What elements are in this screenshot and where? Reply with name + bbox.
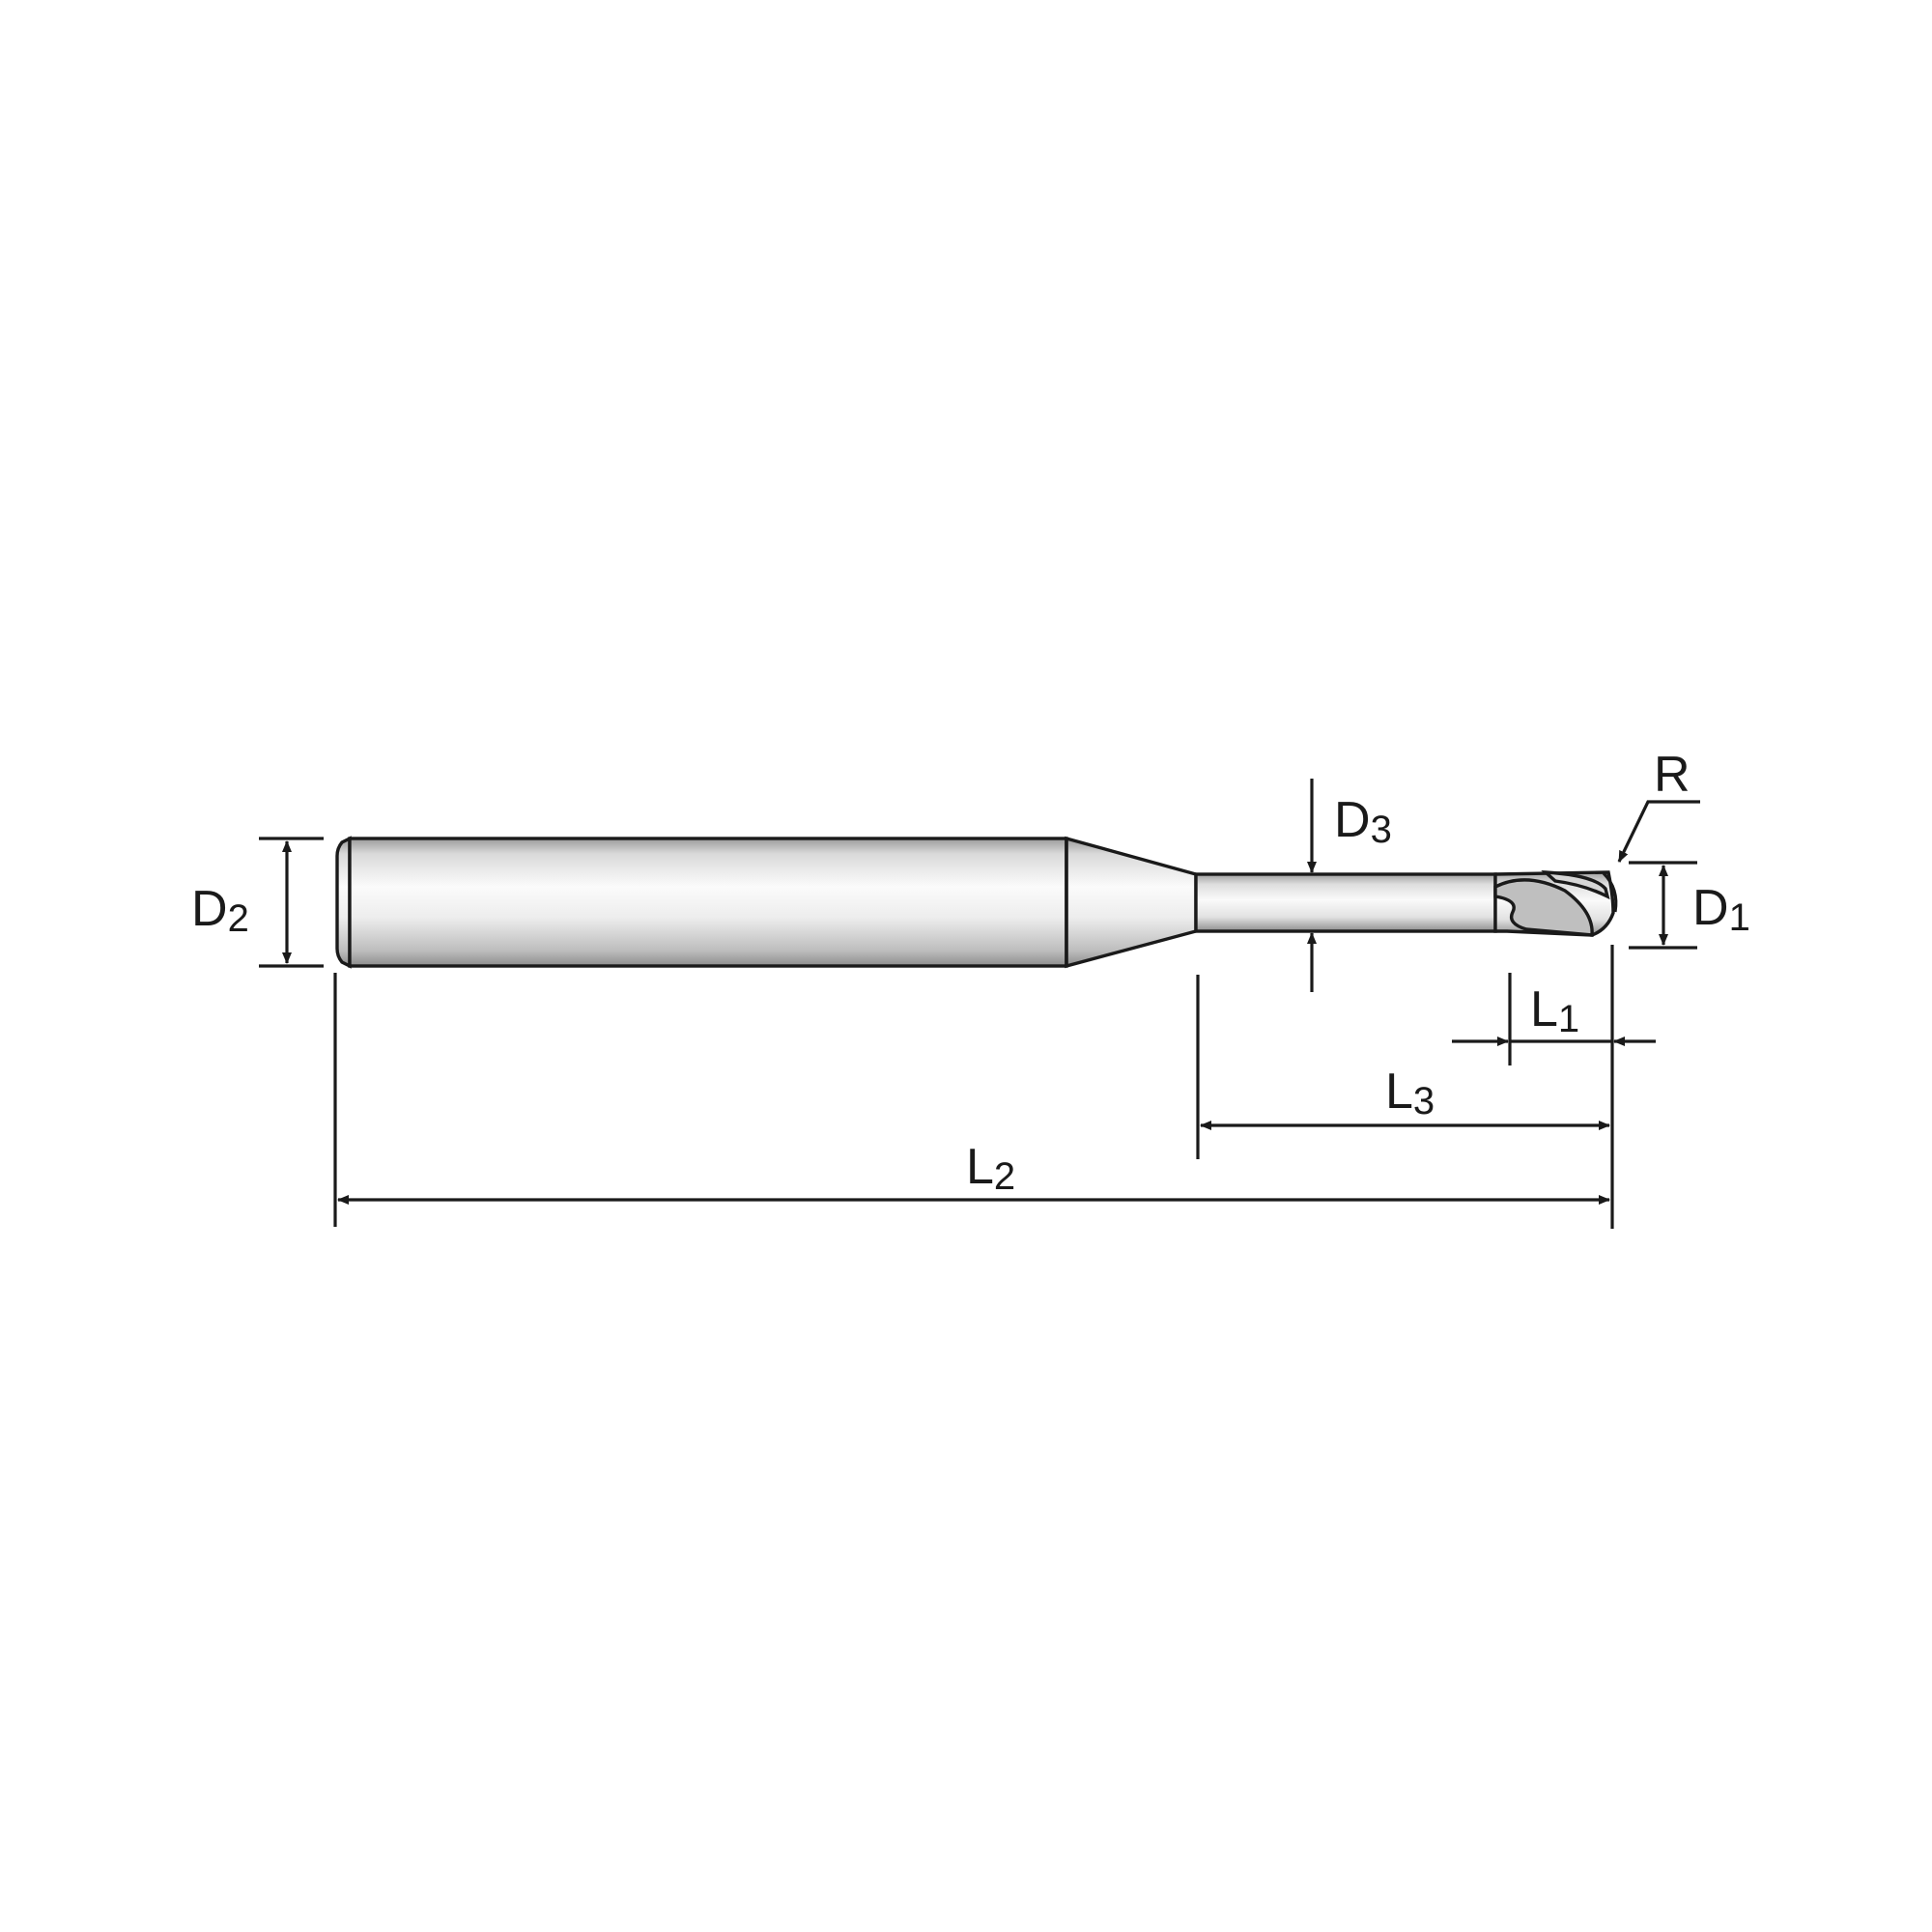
label-l2: L2 [966, 1139, 1015, 1198]
end-mill-body [335, 836, 1618, 969]
neck [1194, 872, 1497, 933]
label-r: R [1654, 747, 1690, 803]
label-l3: L3 [1385, 1064, 1435, 1122]
dimension-lines [259, 779, 1700, 1229]
taper [1065, 836, 1198, 969]
label-d1: D1 [1692, 880, 1750, 939]
label-l1: L1 [1530, 981, 1579, 1040]
shank [348, 837, 1068, 968]
r-leader-line [1617, 800, 1700, 863]
corner-radius-tip [1602, 871, 1618, 913]
label-d2: D2 [191, 881, 249, 940]
label-d3: D3 [1334, 792, 1392, 851]
flute-helix-upper [1541, 870, 1610, 900]
flute-helix-lower [1493, 878, 1594, 937]
shank-end-chamfer [335, 836, 352, 969]
